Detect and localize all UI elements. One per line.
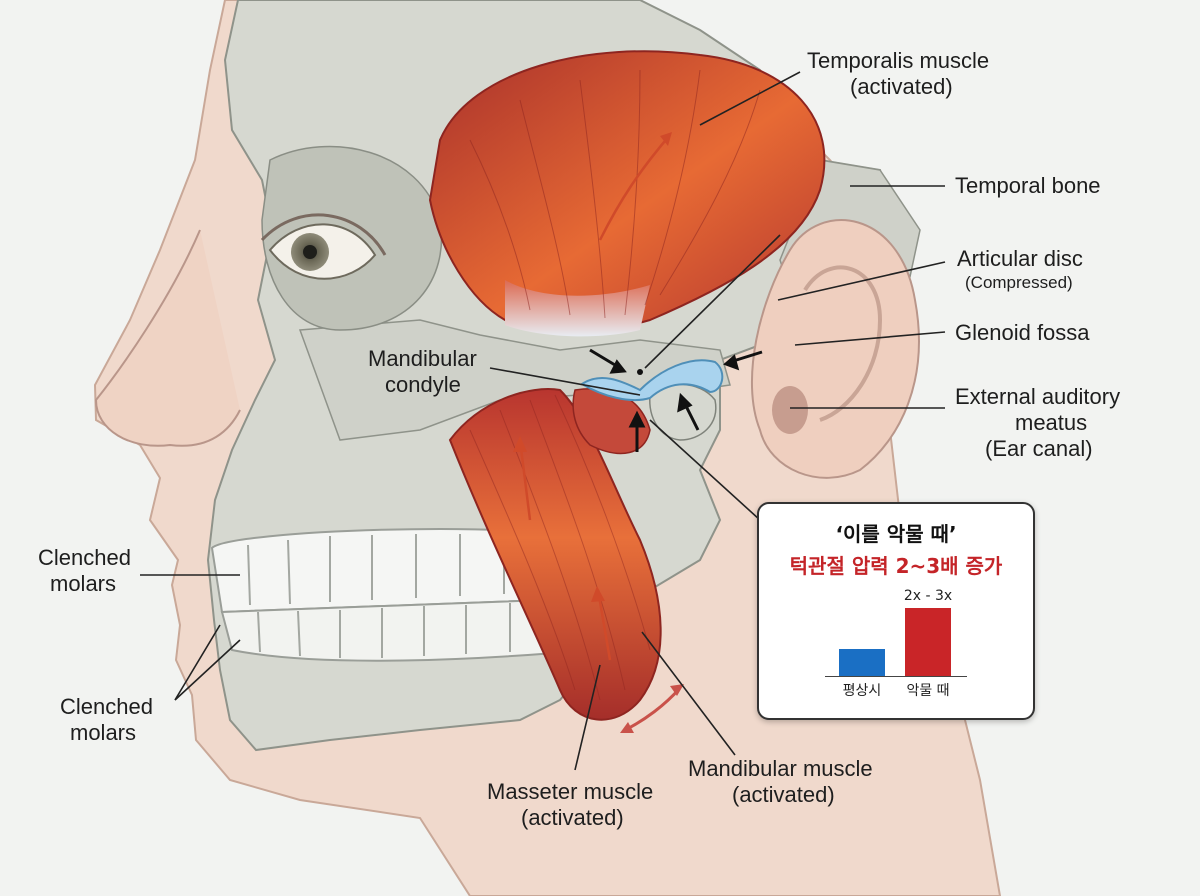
label-condyle-line2: condyle	[385, 372, 461, 397]
bar-axis	[825, 676, 967, 677]
bar-normal	[839, 649, 885, 676]
masseter-arrow-up-head	[513, 436, 527, 452]
label-mandibular-line2: (activated)	[732, 782, 835, 807]
masseter-fibers	[469, 394, 651, 701]
label-molars-top-line2: molars	[50, 571, 116, 596]
temporalis-tendon	[505, 280, 650, 337]
callout-subtitle: 턱관절 압력 2~3배 증가	[789, 554, 1003, 578]
temporalis-arrow-head	[660, 132, 672, 146]
label-articular-disc-line1: Articular disc	[957, 246, 1083, 271]
temporalis-arrow	[598, 134, 671, 241]
label-articular-disc-line2: (Compressed)	[965, 273, 1073, 292]
label-mandibular-line1: Mandibular muscle	[688, 756, 873, 781]
label-temporal-bone: Temporal bone	[955, 173, 1101, 198]
label-masseter-line2: (activated)	[521, 805, 624, 830]
ear-inner	[803, 265, 883, 422]
motion-arrow-head-b	[670, 684, 684, 696]
label-ear-line3: (Ear canal)	[985, 436, 1093, 461]
bar-category-normal: 평상시	[842, 683, 882, 699]
motion-arrow-head-a	[620, 722, 634, 733]
callout-title: ‘이를 악물 때’	[835, 522, 957, 546]
pressure-callout-box: ‘이를 악물 때’ 턱관절 압력 2~3배 증가 2x - 3x 평상시 악물 …	[757, 502, 1035, 720]
label-molars-bottom-line1: Clenched	[60, 694, 153, 719]
label-molars-top-line1: Clenched	[38, 545, 131, 570]
masseter-arrow-up	[518, 439, 532, 521]
zygomatic-arch	[298, 319, 731, 441]
label-ear-line2: meatus	[1015, 410, 1087, 435]
pupil	[303, 245, 317, 259]
label-molars-bottom-line2: molars	[70, 720, 136, 745]
masseter-arrow-mid-head	[591, 586, 605, 602]
nose	[94, 229, 241, 447]
label-condyle-line1: Mandibular	[368, 346, 477, 371]
label-glenoid-fossa: Glenoid fossa	[955, 320, 1090, 345]
bar-value-label: 2x - 3x	[903, 588, 953, 604]
eyelid	[260, 213, 387, 256]
label-ear-line1: External auditory	[955, 384, 1120, 409]
temporalis-fibers	[469, 69, 761, 319]
disc-pointer-dot	[637, 369, 643, 375]
label-temporalis-line1: Temporalis muscle	[807, 48, 989, 73]
leader-lines	[140, 71, 946, 771]
bar-category-clenched: 악물 때	[906, 683, 950, 699]
label-temporalis-line2: (activated)	[850, 74, 953, 99]
masseter-muscle	[448, 388, 662, 721]
label-masseter-line1: Masseter muscle	[487, 779, 653, 804]
ear-canal	[772, 386, 808, 434]
compression-arrows	[589, 348, 763, 452]
bar-clenched	[905, 608, 951, 676]
masseter-arrow-mid	[596, 589, 612, 661]
